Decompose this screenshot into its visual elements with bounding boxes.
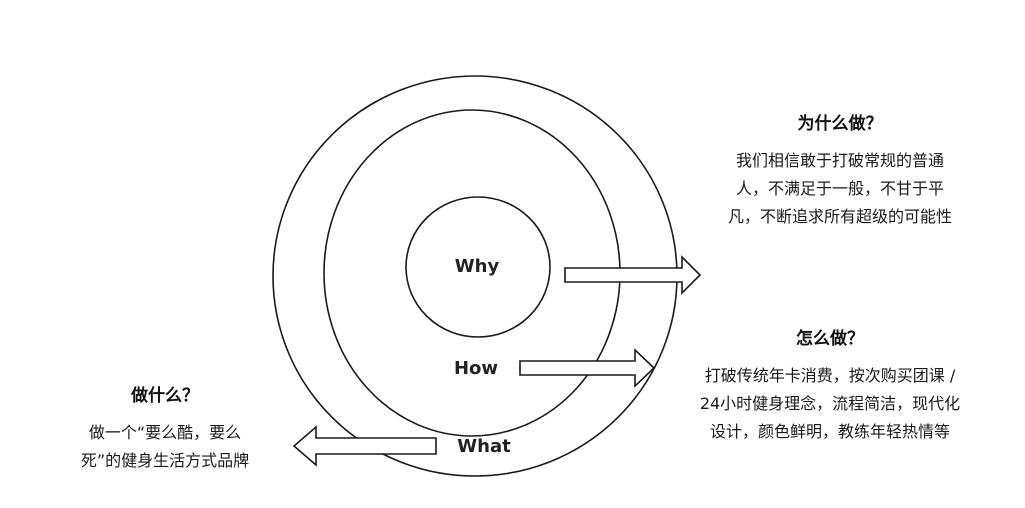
what-title: 做什么？ [131,386,199,406]
why-arrow-right [564,255,702,295]
how-arrow-right [519,348,656,388]
why-text-block: 为什么做？ 我们相信敢于打破常规的普通 人，不满足于一般，不甘于平 凡，不断追求… [690,113,990,231]
why-line: 我们相信敢于打破常规的普通 [735,151,944,170]
why-line: 凡，不断追求所有超级的可能性 [727,207,952,226]
how-label: How [454,358,498,379]
why-label: Why [455,256,500,277]
what-arrow-left [292,425,437,467]
what-text-block: 做什么？ 做一个“要么酷，要么 死”的健身生活方式品牌 [40,385,290,475]
why-title: 为什么做？ [797,114,883,134]
what-description: 做一个“要么酷，要么 死”的健身生活方式品牌 [40,419,290,475]
how-description: 打破传统年卡消费，按次购买团课 / 24小时健身理念，流程简洁，现代化 设计，颜… [665,362,995,446]
why-ring [405,196,551,338]
how-title: 怎么做？ [796,329,864,349]
how-line: 打破传统年卡消费，按次购买团课 / [704,366,956,385]
how-line: 24小时健身理念，流程简洁，现代化 [699,394,961,413]
what-label: What [457,436,511,457]
how-text-block: 怎么做？ 打破传统年卡消费，按次购买团课 / 24小时健身理念，流程简洁，现代化… [665,328,995,446]
why-line: 人，不满足于一般，不甘于平 [735,179,944,198]
what-line: 做一个“要么酷，要么 [88,423,242,442]
how-line: 设计，颜色鲜明，教练年轻热情等 [709,422,950,441]
why-description: 我们相信敢于打破常规的普通 人，不满足于一般，不甘于平 凡，不断追求所有超级的可… [690,147,990,231]
what-line: 死”的健身生活方式品牌 [80,451,250,470]
